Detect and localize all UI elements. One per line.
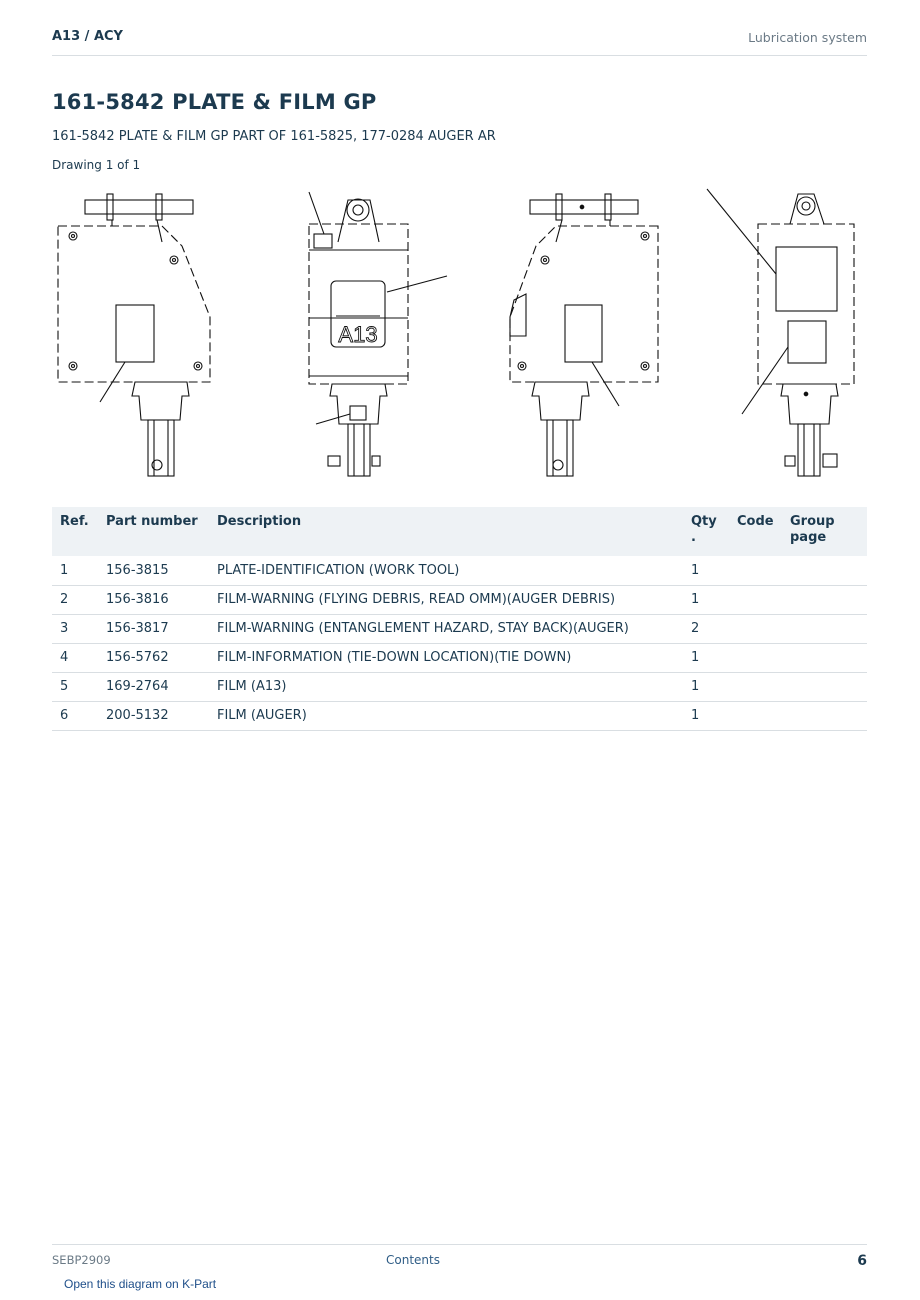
auger-view-right: [509, 193, 659, 477]
kpart-diagram-link[interactable]: Open this diagram on K-Part: [64, 1277, 217, 1291]
cell-group-page: [782, 672, 867, 702]
section-name: Lubrication system: [748, 30, 867, 45]
cell-part-number: 156-3816: [98, 585, 209, 615]
contents-link[interactable]: Contents: [386, 1253, 440, 1267]
cell-part-number: 156-3815: [98, 556, 209, 586]
cell-code: [729, 614, 782, 644]
cell-ref: 5: [52, 672, 98, 702]
cell-code: [729, 556, 782, 586]
col-group-line2: page: [790, 530, 827, 545]
cell-code: [729, 701, 782, 731]
col-qty-line2: .: [691, 530, 696, 545]
document-id: SEBP2909: [52, 1253, 111, 1267]
cell-ref: 2: [52, 585, 98, 615]
cell-part-number: 156-5762: [98, 643, 209, 673]
table-row: 3 156-3817 FILM-WARNING (ENTANGLEMENT HA…: [52, 614, 867, 644]
col-description: Description: [209, 507, 683, 556]
drawing-count-label: Drawing 1 of 1: [52, 158, 141, 172]
page-header: A13 / ACY Lubrication system: [52, 28, 867, 56]
cell-ref: 6: [52, 701, 98, 731]
cell-description: FILM-WARNING (FLYING DEBRIS, READ OMM)(A…: [209, 585, 683, 615]
cell-qty: 1: [683, 672, 729, 702]
cell-code: [729, 585, 782, 615]
col-qty-line1: Qty: [691, 514, 717, 529]
table-row: 2 156-3816 FILM-WARNING (FLYING DEBRIS, …: [52, 585, 867, 615]
table-row: 4 156-5762 FILM-INFORMATION (TIE-DOWN LO…: [52, 643, 867, 673]
cell-qty: 1: [683, 556, 729, 586]
cell-ref: 3: [52, 614, 98, 644]
page-title: 161-5842 PLATE & FILM GP: [52, 90, 377, 114]
cell-ref: 4: [52, 643, 98, 673]
page-footer: SEBP2909 Contents 6: [52, 1244, 867, 1274]
cell-part-number: 169-2764: [98, 672, 209, 702]
cell-code: [729, 643, 782, 673]
col-ref: Ref.: [52, 507, 98, 556]
col-code: Code: [729, 507, 782, 556]
cell-description: FILM (AUGER): [209, 701, 683, 731]
parts-diagram: A13: [57, 188, 855, 477]
cell-group-page: [782, 614, 867, 644]
cell-part-number: 200-5132: [98, 701, 209, 731]
cell-qty: 1: [683, 643, 729, 673]
page-number: 6: [857, 1253, 867, 1269]
col-qty: Qty.: [683, 507, 729, 556]
parts-table: Ref. Part number Description Qty. Code G…: [52, 507, 867, 731]
cell-description: FILM-WARNING (ENTANGLEMENT HAZARD, STAY …: [209, 614, 683, 644]
cell-code: [729, 672, 782, 702]
cell-qty: 1: [683, 585, 729, 615]
col-group-line1: Group: [790, 514, 835, 529]
table-row: 5 169-2764 FILM (A13) 1: [52, 672, 867, 702]
cell-part-number: 156-3817: [98, 614, 209, 644]
col-part-number: Part number: [98, 507, 209, 556]
cell-group-page: [782, 643, 867, 673]
cell-group-page: [782, 701, 867, 731]
cell-qty: 2: [683, 614, 729, 644]
cell-ref: 1: [52, 556, 98, 586]
parts-table-header: Ref. Part number Description Qty. Code G…: [52, 507, 867, 556]
model-breadcrumb: A13 / ACY: [52, 29, 123, 44]
auger-view-front: [308, 191, 448, 477]
auger-view-left: [57, 193, 211, 477]
cell-description: FILM-INFORMATION (TIE-DOWN LOCATION)(TIE…: [209, 643, 683, 673]
cell-description: PLATE-IDENTIFICATION (WORK TOOL): [209, 556, 683, 586]
cell-group-page: [782, 556, 867, 586]
table-row: 1 156-3815 PLATE-IDENTIFICATION (WORK TO…: [52, 556, 867, 586]
decal-a13-label: A13: [338, 322, 377, 347]
cell-qty: 1: [683, 701, 729, 731]
auger-view-back: [706, 188, 855, 477]
page-subtitle: 161-5842 PLATE & FILM GP PART OF 161-582…: [52, 129, 496, 144]
cell-group-page: [782, 585, 867, 615]
table-row: 6 200-5132 FILM (AUGER) 1: [52, 701, 867, 731]
cell-description: FILM (A13): [209, 672, 683, 702]
